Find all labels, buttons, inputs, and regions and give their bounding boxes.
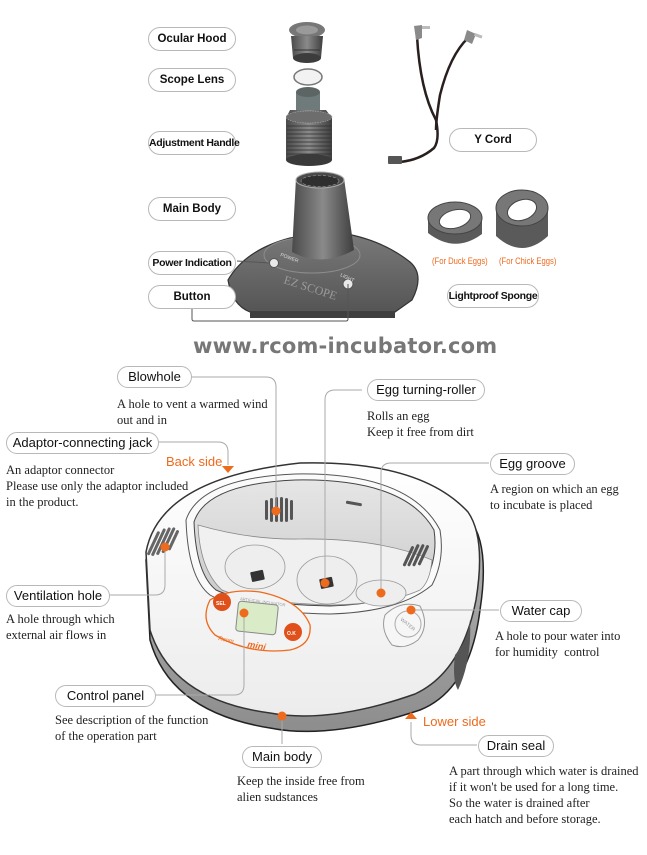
label-lightproof-sponge: Lightproof Sponge <box>447 284 539 308</box>
incubator-leader-lines <box>100 376 499 746</box>
desc-drain-seal: A part through which water is drained if… <box>449 764 639 826</box>
desc-blowhole: A hole to vent a warmed wind out and in <box>117 397 268 427</box>
label-egg-turning-roller: Egg turning-roller <box>367 379 485 401</box>
duck-egg-sponge-part <box>427 201 483 244</box>
sel-button-text: SEL <box>216 601 226 607</box>
scope-leader-lines <box>191 260 349 322</box>
label-scope-lens: Scope Lens <box>148 68 236 92</box>
y-cord-part <box>399 35 469 164</box>
desc-main-body: Keep the inside free from alien sudstanc… <box>237 774 365 804</box>
desc-control-panel: See description of the function of the o… <box>55 713 209 743</box>
desc-ventilation-hole: A hole through which external air flows … <box>6 612 115 642</box>
label-control-panel: Control panel <box>55 685 156 707</box>
light-text: LIGHT <box>339 272 355 284</box>
label-water-cap: Water cap <box>500 600 582 622</box>
chick-eggs-note: (For Chick Eggs) <box>499 256 557 266</box>
label-ventilation-hole: Ventilation hole <box>6 585 110 607</box>
incubator-illustration: SEL O.K ARTIFICIAL INCUBATOR Rcom mini W… <box>145 462 485 733</box>
back-side-label: Back side <box>166 454 223 469</box>
label-ocular-hood: Ocular Hood <box>148 27 236 51</box>
desc-egg-turning-roller: Rolls an egg Keep it free from dirt <box>367 409 474 439</box>
panel-brand-name: mini <box>247 639 267 652</box>
desc-egg-groove: A region on which an egg to incubate is … <box>490 482 619 512</box>
label-main-body-scope: Main Body <box>148 197 236 221</box>
duck-eggs-note: (For Duck Eggs) <box>432 256 488 266</box>
chick-egg-sponge-part <box>495 189 549 248</box>
label-adjustment-handle: Adjustment Handle <box>148 131 240 155</box>
panel-title-text: ARTIFICIAL INCUBATOR <box>240 596 286 607</box>
website-url: www.rcom-incubator.com <box>193 334 498 358</box>
label-drain-seal: Drain seal <box>478 735 554 757</box>
desc-adaptor-jack: An adaptor connector Please use only the… <box>6 463 189 509</box>
ocular-hood-part <box>289 22 325 63</box>
lower-side-label: Lower side <box>423 714 486 729</box>
label-button: Button <box>148 285 236 309</box>
label-power-indication: Power Indication <box>148 251 236 275</box>
ok-button-text: O.K <box>287 631 296 637</box>
scope-lens-part <box>293 68 323 86</box>
label-y-cord: Y Cord <box>449 128 537 152</box>
scope-main-body-part: POWER LIGHT EZ SCOPE <box>227 171 419 318</box>
adjustment-handle-part <box>285 87 333 166</box>
label-adaptor-jack: Adaptor-connecting jack <box>6 432 159 454</box>
desc-water-cap: A hole to pour water into for humidity c… <box>495 629 621 659</box>
label-blowhole: Blowhole <box>117 366 192 388</box>
panel-brand-prefix: Rcom <box>218 636 235 645</box>
incubator-markers <box>160 466 417 721</box>
label-main-body: Main body <box>242 746 322 768</box>
y-cord-plugs <box>388 25 483 164</box>
label-egg-groove: Egg groove <box>490 453 575 475</box>
